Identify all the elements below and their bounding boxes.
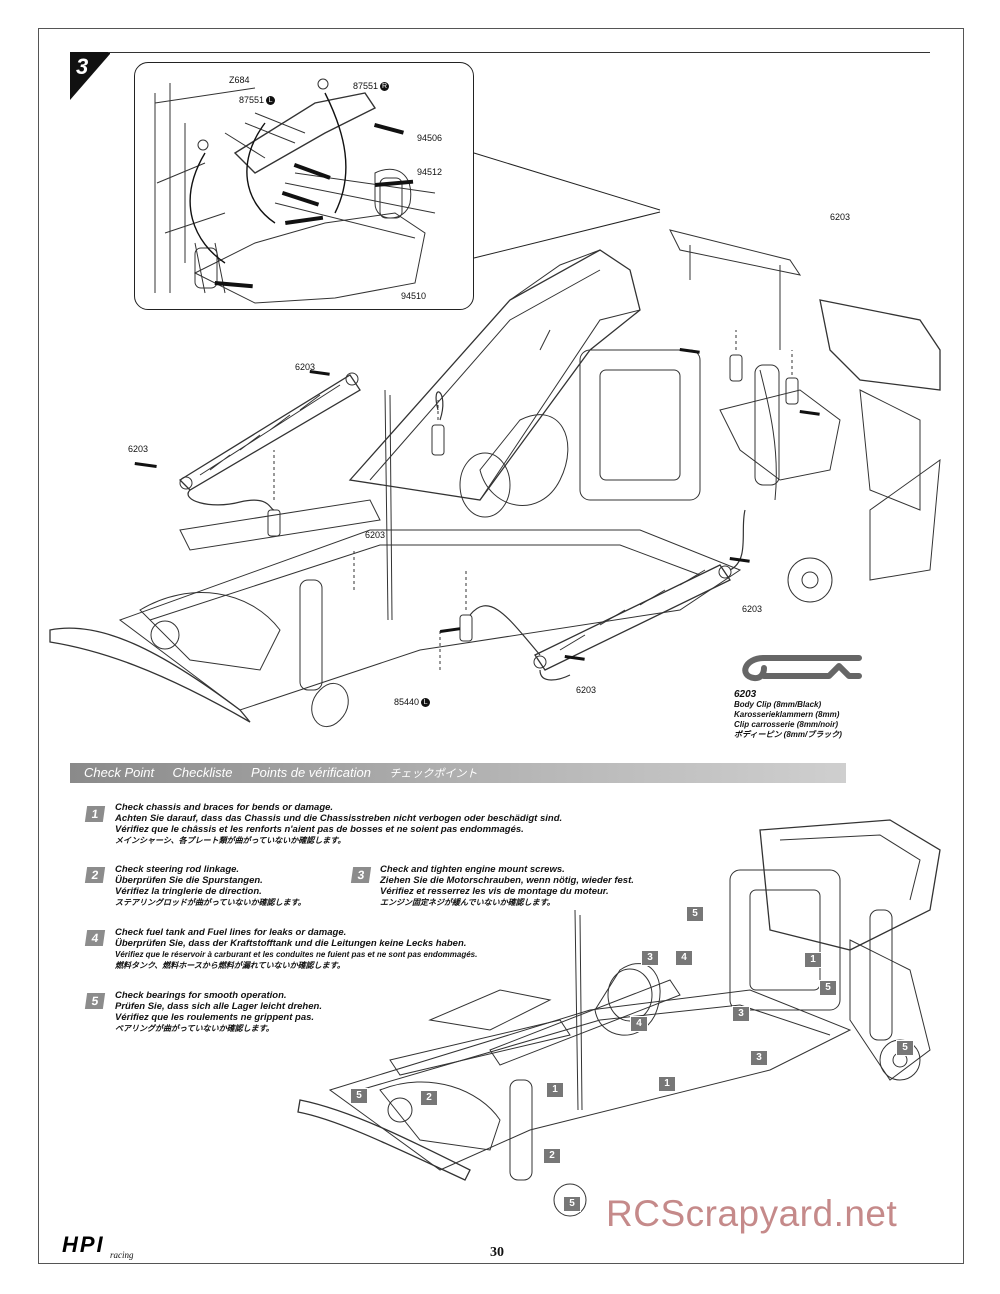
checkpoint-title-de: Checkliste — [172, 765, 233, 780]
check-tag: 3 — [641, 950, 659, 966]
check-fr: Vérifiez que les roulements ne grippent … — [115, 1012, 315, 1023]
check-en: Check chassis and braces for bends or da… — [115, 802, 334, 813]
check-number-box: 4 — [84, 930, 106, 946]
check-de: Prüfen Sie, dass sich alle Lager leicht … — [115, 1001, 322, 1012]
check-tag: 5 — [563, 1196, 581, 1212]
label-87551-right-text: 87551 — [353, 81, 379, 91]
check-en: Check and tighten engine mount screws. — [380, 864, 565, 875]
page-frame — [38, 28, 964, 1264]
check-tag: 5 — [896, 1040, 914, 1056]
label-94512: 94512 — [417, 167, 443, 177]
body-clip-de: Karosserieklammern (8mm) — [734, 710, 840, 719]
checkpoint-title-en: Check Point — [84, 765, 155, 780]
check-jp: 燃料タンク、燃料ホースから燃料が漏れていないか確認します。 — [115, 961, 345, 970]
label-6203-a: 6203 — [830, 212, 851, 222]
hpi-logo: HPI — [62, 1232, 105, 1257]
check-jp: ベアリングが曲がっていないか確認します。 — [115, 1024, 274, 1033]
checkpoint-header: Check Point Checkliste Points de vérific… — [70, 763, 846, 783]
check-item: Check steering rod linkage. Überprüfen S… — [115, 864, 306, 908]
body-clip-fr: Clip carrosserie (8mm/noir) — [734, 720, 839, 729]
checkpoint-title-fr: Points de vérification — [250, 765, 371, 780]
check-jp: ステアリングロッドが曲がっていないか確認します。 — [115, 898, 306, 907]
check-tag: 4 — [675, 950, 693, 966]
check-tag: 1 — [804, 952, 822, 968]
inset-drawing — [154, 78, 436, 304]
body-clip-jp: ボディーピン (8mm/ブラック) — [734, 730, 842, 739]
check-number-box: 2 — [84, 867, 106, 883]
label-z684: Z684 — [229, 75, 250, 85]
body-clip-icon — [742, 655, 862, 682]
body-clip-info: 6203 Body Clip (8mm/Black) Karosseriekla… — [734, 690, 842, 740]
check-en: Check bearings for smooth operation. — [115, 990, 287, 1001]
body-clip-number: 6203 — [734, 689, 757, 700]
label-94506: 94506 — [417, 133, 443, 143]
check-de: Überprüfen Sie, dass der Kraftstofftank … — [115, 938, 467, 949]
label-6203-d: 6203 — [365, 530, 386, 540]
check-jp: メインシャーシ、各プレート類が曲がっていないか確認します。 — [115, 836, 346, 845]
step-rule — [108, 52, 930, 53]
check-fr: Vérifiez la tringlerie de direction. — [115, 886, 262, 897]
check-de: Überprüfen Sie die Spurstangen. — [115, 875, 263, 886]
step-badge — [70, 52, 110, 100]
checkpoint-title-jp: チェックポイント — [389, 768, 478, 780]
hpi-logo-sub: racing — [110, 1250, 134, 1260]
left-dot-icon: L — [421, 698, 431, 708]
watermark: RCScrapyard.net — [606, 1193, 898, 1234]
label-6203-c: 6203 — [128, 444, 149, 454]
right-dot-icon: R — [380, 82, 390, 92]
left-dot-icon: L — [266, 96, 276, 106]
check-item: Check chassis and braces for bends or da… — [115, 802, 562, 846]
label-6203-b: 6203 — [295, 362, 316, 372]
check-item: Check bearings for smooth operation. Prü… — [115, 990, 322, 1034]
check-de: Achten Sie darauf, dass das Chassis und … — [115, 813, 563, 824]
checklist-drawing — [297, 819, 941, 1217]
check-tag: 2 — [543, 1148, 561, 1164]
check-tag: 2 — [420, 1090, 438, 1106]
check-tag: 5 — [350, 1088, 368, 1104]
check-jp: エンジン固定ネジが緩んでいないか確認します。 — [380, 898, 555, 907]
label-6203-e: 6203 — [742, 604, 763, 614]
check-tag: 3 — [732, 1006, 750, 1022]
check-de: Ziehen Sie die Motorschrauben, wenn nöti… — [380, 875, 634, 886]
check-fr: Vérifiez et resserrez les vis de montage… — [380, 886, 609, 897]
check-en: Check steering rod linkage. — [115, 864, 240, 875]
step-number: 3 — [76, 54, 89, 79]
check-fr: Vérifiez que le réservoir à carburant et… — [115, 950, 478, 959]
label-94510: 94510 — [401, 291, 427, 301]
label-87551-left-text: 87551 — [239, 95, 265, 105]
check-item: Check and tighten engine mount screws. Z… — [380, 864, 634, 908]
check-item: Check fuel tank and Fuel lines for leaks… — [115, 927, 477, 971]
label-85440-text: 85440 — [394, 697, 420, 707]
check-en: Check fuel tank and Fuel lines for leaks… — [115, 927, 347, 938]
check-tag: 1 — [658, 1076, 676, 1092]
check-tag: 5 — [819, 980, 837, 996]
page-number: 30 — [490, 1245, 504, 1260]
check-tag: 5 — [686, 906, 704, 922]
check-number-box: 1 — [84, 806, 106, 822]
label-6203-f: 6203 — [576, 685, 597, 695]
check-tag: 3 — [750, 1050, 768, 1066]
check-number-box: 5 — [84, 993, 106, 1009]
assembly-drawing — [49, 152, 941, 727]
check-tag: 4 — [630, 1016, 648, 1032]
body-clip-en: Body Clip (8mm/Black) — [734, 700, 822, 709]
check-fr: Vérifiez que le châssis et les renforts … — [115, 824, 524, 835]
check-tag: 1 — [546, 1082, 564, 1098]
